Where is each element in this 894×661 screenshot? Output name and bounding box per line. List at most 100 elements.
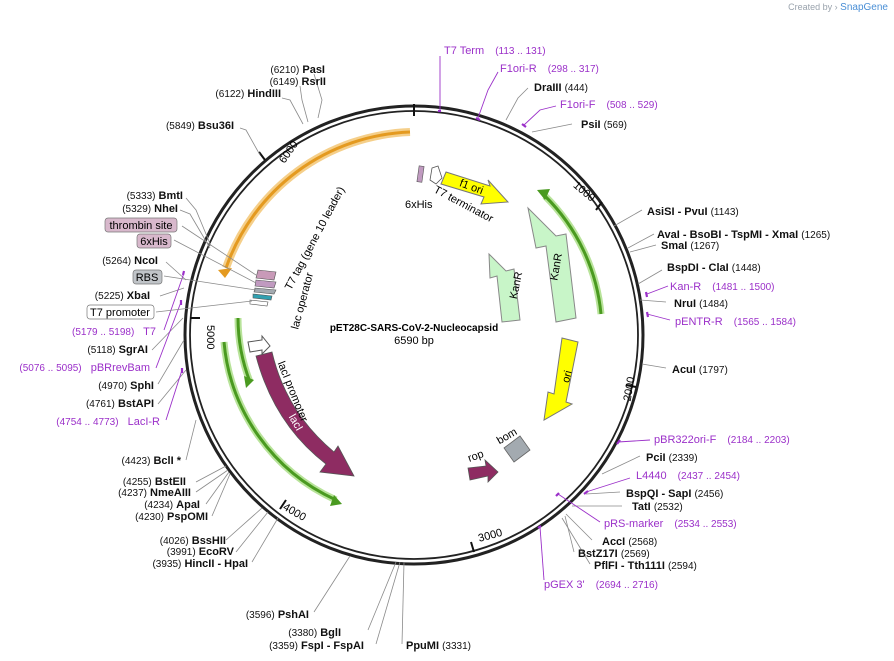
enzyme-bspqi-pos: (2456)	[694, 489, 723, 500]
leader-fspi	[375, 561, 401, 645]
tick-3000	[470, 541, 475, 553]
enzyme-rsrii: (6149) RsrII	[270, 76, 326, 88]
enzyme-ppumi: PpuMI (3331)	[406, 640, 471, 652]
primer-pbrrevbam: (5076 .. 5095) pBRrevBam	[19, 362, 150, 374]
primer-f1orir-range: (298 .. 317)	[548, 64, 599, 75]
primer-f1orif-range: (508 .. 529)	[607, 100, 658, 111]
leader-ppumi	[401, 561, 405, 645]
enzyme-nrui-name: NruI	[674, 298, 696, 310]
enzyme-pflfi-name: PflFI - Tth111I	[594, 560, 665, 572]
enzyme-labels-left: (6210) PasI (6149) RsrII (6122) HindIII …	[86, 64, 364, 652]
credit-brand: SnapGene	[840, 2, 888, 13]
primer-pentrr-range: (1565 .. 1584)	[734, 317, 796, 328]
leader-t7promoter	[155, 300, 253, 313]
enzyme-avai-pos: (1265)	[801, 230, 830, 241]
enzyme-bstz17i: BstZ17I (2569)	[578, 548, 650, 560]
primer-pentrr-name: pENTR-R	[675, 316, 723, 328]
leader-kanrp	[646, 285, 669, 295]
tick-label-5000: 5000	[204, 325, 216, 349]
enzyme-bmti: (5333) BmtI	[127, 190, 183, 202]
enzyme-pshai-name: PshAI	[278, 609, 309, 621]
rop-label: rop	[466, 448, 485, 465]
enzyme-sgrai-pos: (5118)	[87, 345, 115, 356]
enzyme-ecorv: (3991) EcoRV	[167, 546, 235, 558]
enzyme-pcii-pos: (2339)	[669, 453, 698, 464]
leader-psii	[531, 123, 573, 133]
enzyme-smai-pos: (1267)	[690, 241, 719, 252]
enzyme-hincii: (3935) HincII - HpaI	[152, 558, 248, 570]
primer-mark-prsmarker	[555, 492, 560, 497]
enzyme-nmeaiii-pos: (4237)	[118, 488, 147, 499]
tick-label-2000: 2000	[622, 376, 638, 402]
enzyme-nhei-pos: (5329)	[122, 204, 151, 215]
enzyme-asisi-pos: (1143)	[711, 207, 739, 218]
enzyme-sgrai-name: SgrAI	[119, 344, 148, 356]
kanr-outer-arc	[543, 194, 603, 315]
primer-laci-range: (4754 .. 4773)	[56, 417, 118, 428]
enzyme-smai: SmaI (1267)	[661, 240, 719, 252]
ori-arrow	[543, 337, 579, 421]
enzyme-labels-right: PpuMI (3331) DraIII (444) PsiI (569) Asi…	[406, 82, 830, 652]
f1-ori-arrow	[440, 171, 510, 205]
enzyme-bstz17i-name: BstZ17I	[578, 548, 618, 560]
enzyme-bspqi: BspQI - SapI (2456)	[626, 488, 723, 500]
enzyme-tati-name: TatI	[632, 501, 651, 513]
enzyme-hincii-name: HincII - HpaI	[184, 558, 248, 570]
enzyme-ecorv-name: EcoRV	[199, 546, 235, 558]
enzyme-bmti-name: BmtI	[159, 190, 183, 202]
leader-bgli	[367, 561, 397, 631]
leader-pspomi	[211, 473, 231, 517]
lac-arc-short-arrowhead	[244, 376, 254, 388]
insert-orf-arc	[224, 130, 411, 269]
primer-t7term-range: (113 .. 131)	[495, 46, 545, 57]
enzyme-bspdi: BspDI - ClaI (1448)	[667, 262, 761, 274]
leader-draiii	[505, 87, 529, 121]
enzyme-acui-name: AcuI	[672, 364, 696, 376]
leader-rsrii	[299, 85, 309, 123]
enzyme-bcli-pos: (4423)	[122, 456, 151, 467]
primer-laci: (4754 .. 4773) LacI-R	[56, 416, 160, 428]
enzyme-draiii-name: DraIII	[534, 82, 562, 94]
primer-l4440-name: L4440	[636, 470, 667, 482]
enzyme-fspi: (3359) FspI - FspAI	[269, 640, 364, 652]
t7-promoter-box	[86, 304, 155, 320]
leader-pflfi	[561, 517, 591, 565]
enzyme-sphi-pos: (4970)	[98, 381, 127, 392]
leader-bstz17i	[564, 515, 575, 553]
thrombin-site-box	[104, 217, 178, 233]
primer-t7term: T7 Term (113 .. 131)	[444, 45, 546, 57]
enzyme-pasi-pos: (6210)	[270, 65, 299, 76]
enzyme-bsu36i-name: Bsu36I	[198, 120, 234, 132]
enzyme-sphi-name: SphI	[130, 380, 154, 392]
primer-f1orir: F1ori-R (298 .. 317)	[500, 63, 599, 75]
leader-pshai	[313, 555, 351, 613]
enzyme-leader-lines	[151, 73, 667, 645]
bom-box	[503, 435, 531, 463]
enzyme-draiii: DraIII (444)	[534, 82, 588, 94]
enzyme-bgli: (3380) BglI	[288, 627, 341, 639]
enzyme-ncoi: (5264) NcoI	[102, 255, 158, 267]
enzyme-nmeaiii: (4237) NmeAIII	[118, 487, 191, 499]
rbs-box-label: RBS	[136, 272, 159, 284]
leader-bcli	[185, 419, 197, 461]
tick-2000	[625, 384, 637, 388]
enzyme-pflfi: PflFI - Tth111I (2594)	[594, 560, 697, 572]
enzyme-sphi: (4970) SphI	[98, 380, 154, 392]
rbs-shape	[253, 287, 277, 295]
credit-prefix: Created by	[788, 2, 833, 12]
enzyme-acui-pos: (1797)	[699, 365, 728, 376]
enzyme-bstapi-pos: (4761)	[86, 399, 115, 410]
thrombin-site-label: thrombin site	[110, 220, 173, 232]
primer-pgex3-range: (2694 .. 2716)	[596, 580, 658, 591]
t7-promoter-cluster	[249, 269, 277, 307]
enzyme-acui: AcuI (1797)	[672, 364, 728, 376]
enzyme-bsteii-name: BstEII	[155, 476, 186, 488]
enzyme-xbai-name: XbaI	[127, 290, 150, 302]
tick-4000	[279, 499, 287, 510]
primer-t7-name: T7	[143, 326, 156, 338]
enzyme-bcli: (4423) BclI *	[122, 455, 182, 467]
enzyme-bmti-pos: (5333)	[127, 191, 156, 202]
plasmid-name: pET28C-SARS-CoV-2-Nucleocapsid	[330, 323, 498, 334]
primer-l4440-range: (2437 .. 2454)	[678, 471, 740, 482]
tick-marks	[190, 104, 637, 553]
